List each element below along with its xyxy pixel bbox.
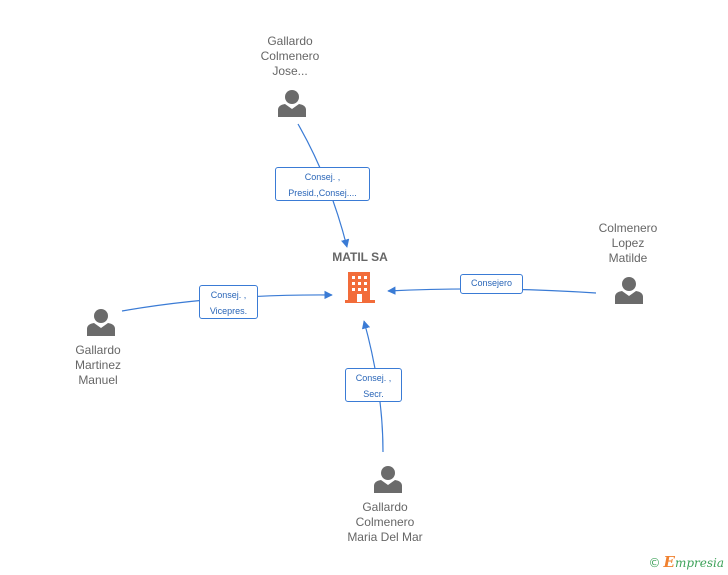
person-name-line: Gallardo xyxy=(267,34,313,48)
person-name-bottom[interactable]: Gallardo Colmenero Maria Del Mar xyxy=(325,500,445,545)
person-name-right[interactable]: Colmenero Lopez Matilde xyxy=(578,221,678,266)
brand-initial: E xyxy=(663,553,675,571)
relation-label-line: Consej. , xyxy=(355,373,392,383)
person-name-line: Colmenero xyxy=(598,221,658,235)
relation-label-top[interactable]: Consej. , Presid.,Consej.... xyxy=(275,167,370,201)
relation-label-left[interactable]: Consej. , Vicepres. xyxy=(199,285,258,319)
copyright-symbol: © xyxy=(648,556,661,570)
person-name-left[interactable]: Gallardo Martinez Manuel xyxy=(48,343,148,388)
person-icon[interactable] xyxy=(277,88,307,118)
relation-label-right[interactable]: Consejero xyxy=(460,274,523,294)
person-icon[interactable] xyxy=(86,307,116,337)
person-name-line: Gallardo xyxy=(362,500,408,514)
relation-label-line: Consejero xyxy=(470,278,513,288)
person-name-line: Lopez xyxy=(611,236,645,250)
brand-name: mpresia xyxy=(674,556,724,570)
company-name[interactable]: MATIL SA xyxy=(332,250,388,264)
relation-label-line: Vicepres. xyxy=(209,306,248,316)
person-name-line: Matilde xyxy=(608,251,648,265)
relation-label-line: Consej. , xyxy=(210,290,247,300)
brand-logo: ©Empresia xyxy=(649,553,725,571)
person-icon[interactable] xyxy=(614,275,644,305)
person-name-line: Manuel xyxy=(78,373,118,387)
person-name-line: Jose... xyxy=(272,64,308,78)
person-name-line: Colmenero xyxy=(355,515,415,529)
relation-label-line: Consej. , xyxy=(304,172,341,182)
person-name-line: Martinez xyxy=(74,358,121,372)
relation-label-bottom[interactable]: Consej. , Secr. xyxy=(345,368,402,402)
person-name-line: Colmenero xyxy=(260,49,320,63)
person-name-line: Gallardo xyxy=(75,343,121,357)
relation-label-line: Presid.,Consej.... xyxy=(288,188,357,198)
person-name-top[interactable]: Gallardo Colmenero Jose... xyxy=(240,34,340,79)
person-name-line: Maria Del Mar xyxy=(347,530,423,544)
relation-label-line: Secr. xyxy=(363,389,384,399)
person-icon[interactable] xyxy=(373,464,403,494)
building-icon[interactable] xyxy=(345,270,375,304)
